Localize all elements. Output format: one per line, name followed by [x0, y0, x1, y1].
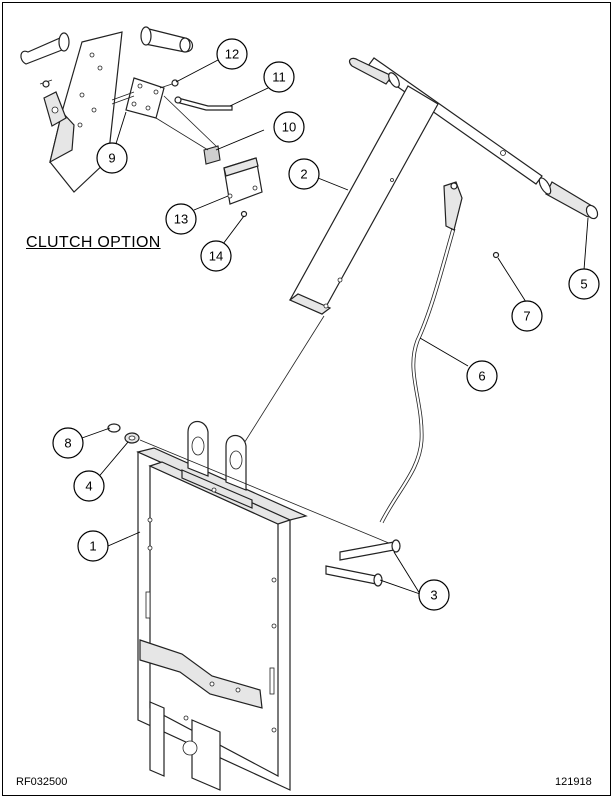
date-code: 121918	[555, 776, 592, 788]
callout-9-label: 9	[108, 151, 115, 166]
upright-tube	[288, 85, 439, 315]
callout-4: 4	[73, 470, 105, 502]
callout-14: 14	[200, 240, 232, 272]
callout-12: 12	[216, 38, 248, 70]
callout-1: 1	[77, 530, 109, 562]
callout-11: 11	[263, 61, 295, 93]
callout-8-label: 8	[64, 436, 71, 451]
drawing-number: RF032500	[16, 776, 68, 788]
callout-3: 3	[418, 579, 450, 611]
callout-6: 6	[466, 360, 498, 392]
callout-7: 7	[511, 300, 543, 332]
callout-13-label: 13	[174, 212, 188, 227]
callout-9: 9	[96, 142, 128, 174]
callout-14-label: 14	[209, 249, 223, 264]
callout-5-label: 5	[580, 277, 587, 292]
callout-2-label: 2	[300, 167, 307, 182]
callout-10-label: 10	[282, 120, 296, 135]
callout-5: 5	[568, 268, 600, 300]
callout-7-label: 7	[523, 309, 530, 324]
callout-3-label: 3	[430, 588, 437, 603]
section-label: CLUTCH OPTION	[26, 234, 161, 251]
callout-11-label: 11	[272, 70, 286, 85]
callout-12-label: 12	[225, 47, 239, 62]
callout-8: 8	[52, 427, 84, 459]
callout-2: 2	[288, 158, 320, 190]
callout-6-label: 6	[478, 369, 485, 384]
leader-lines	[81, 59, 589, 595]
callout-13: 13	[165, 203, 197, 235]
hardware	[107, 423, 401, 587]
callout-4-label: 4	[85, 479, 92, 494]
main-frame	[136, 420, 308, 791]
callout-1-label: 1	[89, 539, 96, 554]
callout-10: 10	[273, 111, 305, 143]
clutch-cable	[379, 181, 500, 524]
